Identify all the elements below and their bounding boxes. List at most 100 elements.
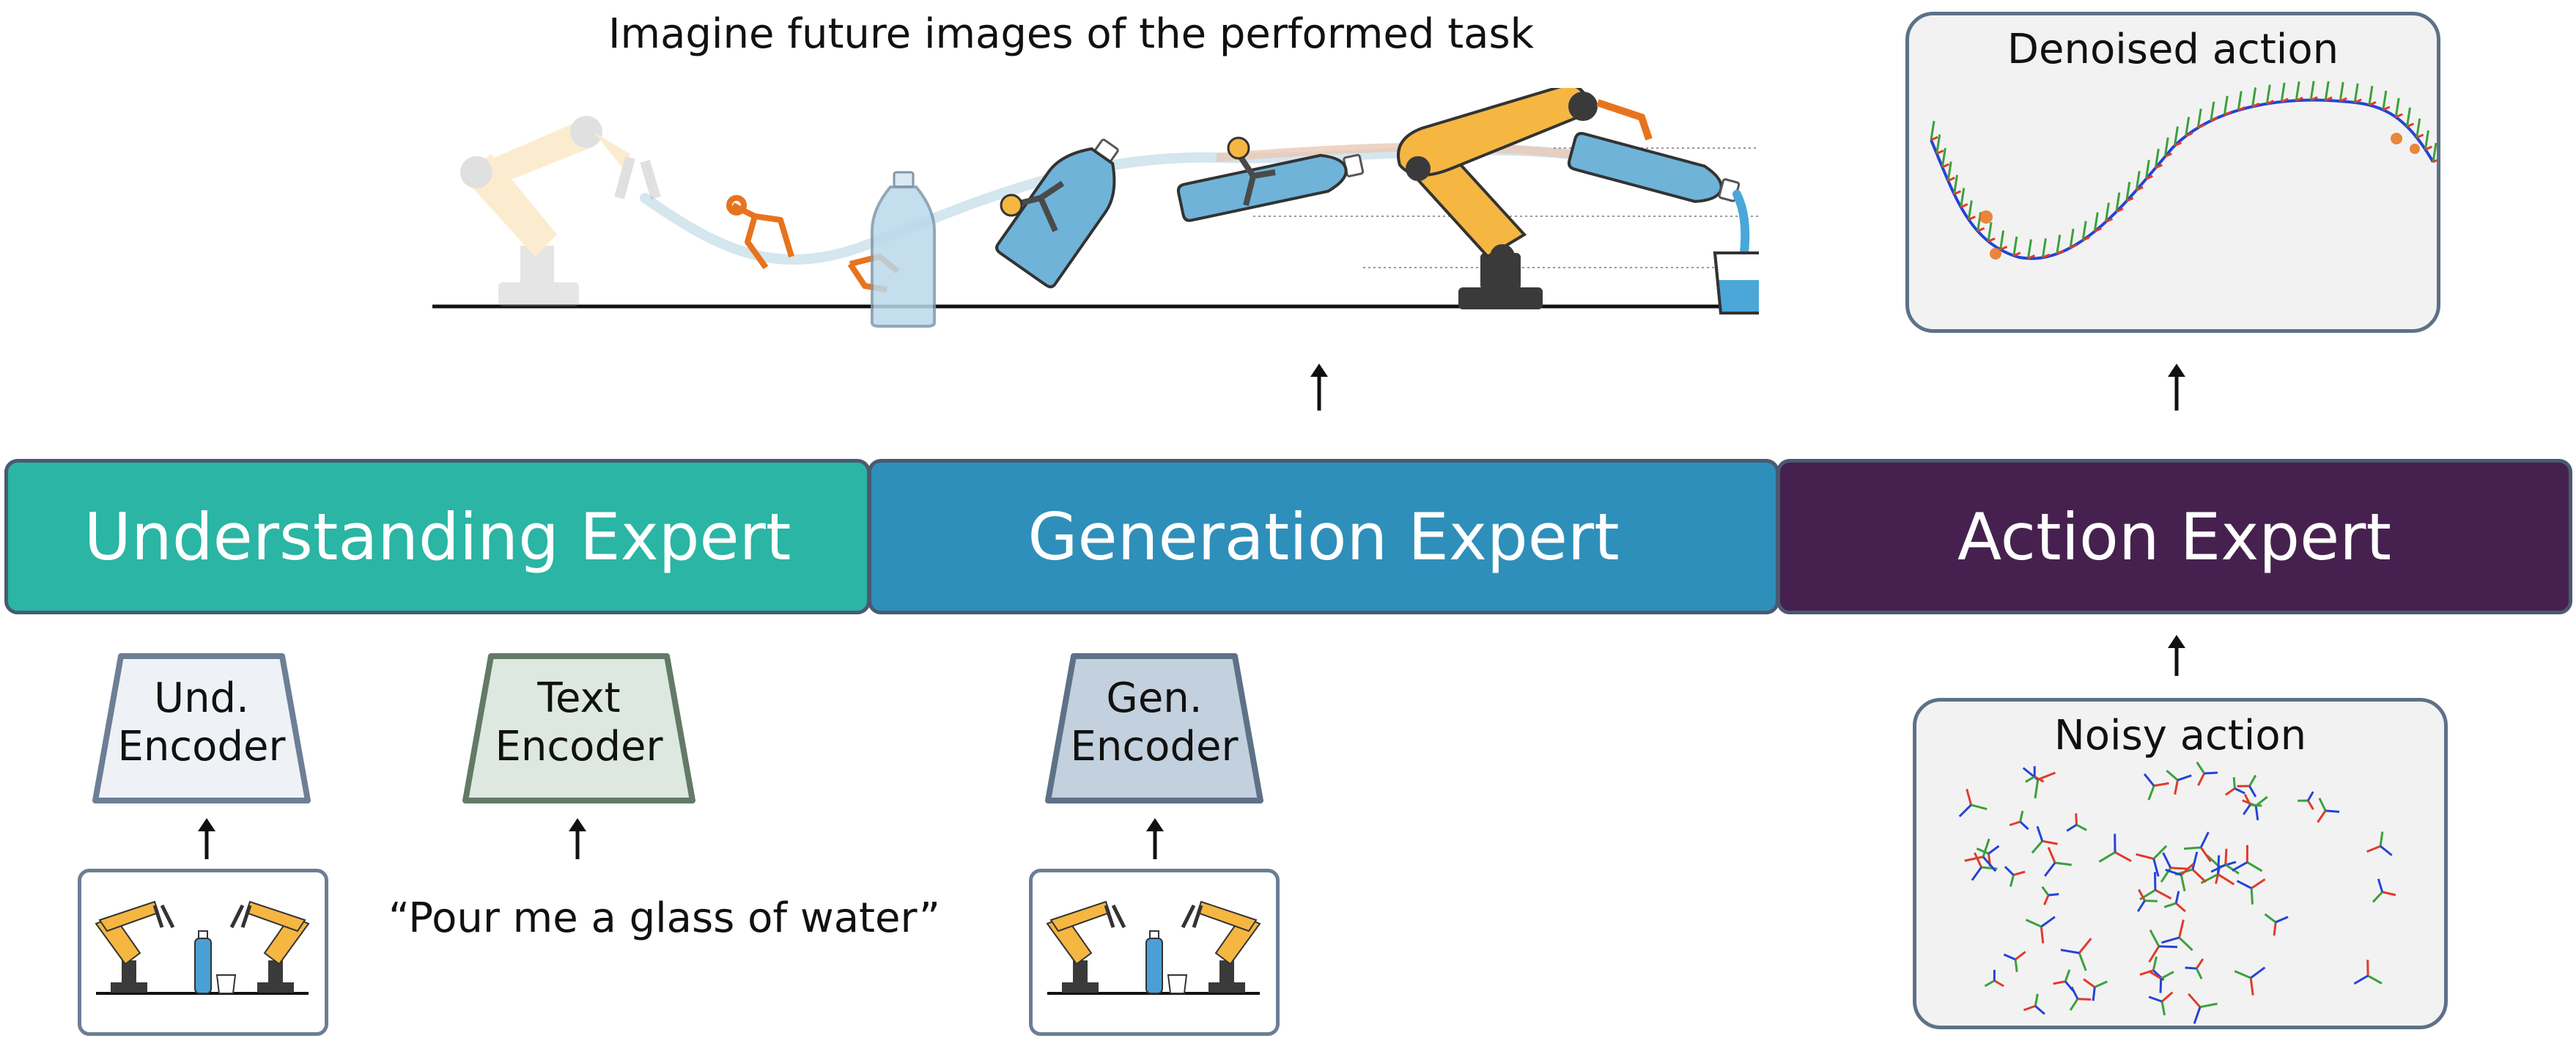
pose-axis-green (1984, 979, 1996, 987)
und-encoder-line2: Encoder (117, 723, 286, 770)
pose-axis-red (2155, 889, 2172, 900)
pose-axis-blue (2070, 986, 2079, 1000)
pose-axis-green (2394, 98, 2400, 117)
text-encoder: Text Encoder (458, 652, 700, 806)
pose-axis-green (2318, 798, 2327, 812)
pose-axis-red (2281, 98, 2289, 103)
scene-illustration (1046, 900, 1261, 995)
gen-encoder-line1: Gen. (1106, 674, 1203, 722)
und-scene-thumbnail (78, 869, 328, 1036)
pose-axis-green (2251, 87, 2257, 107)
pose-axis-green (2012, 236, 2018, 256)
pose-axis-green (2125, 182, 2131, 202)
pose-axis-blue (2177, 774, 2192, 781)
pose-axis-red (1960, 203, 1968, 208)
pose-axis-green (2224, 864, 2240, 875)
pose-axis-green (2025, 919, 2042, 928)
pose-axis-green (2031, 840, 2043, 854)
pose-axis-green (2163, 902, 2177, 908)
pose-axis-red (2383, 106, 2391, 111)
denoised-action-panel: Denoised action (1905, 12, 2440, 333)
pose-axis-blue (2199, 831, 2210, 848)
pose-axis-red (2126, 196, 2134, 202)
pose-axis-red (2366, 845, 2381, 853)
text-encoder-line1: Text (537, 674, 621, 722)
pose-axis-red (2217, 873, 2235, 886)
pose-axis-red (1966, 789, 1973, 806)
pose-axis-red (2266, 100, 2274, 105)
pose-axis-red (2174, 141, 2182, 147)
pose-axis-green (2264, 913, 2277, 924)
pose-axis-blue (2353, 974, 2369, 985)
und-encoder-line1: Und. (154, 674, 249, 722)
pose-axis-red (2223, 111, 2232, 117)
arrow-up-gen (1146, 818, 1164, 859)
pose-axis-green (2147, 785, 2155, 801)
pose-axis-blue (2043, 861, 2056, 877)
pose-axis-red (2013, 251, 2021, 257)
pose-axis-green (2163, 137, 2169, 157)
pose-axis-blue (2307, 791, 2314, 801)
pose-axis-red (2013, 870, 2026, 877)
gripper-1 (726, 195, 794, 270)
arrow-up-text (569, 818, 586, 859)
pose-axis-green (2265, 84, 2271, 104)
pose-axis-red (2196, 958, 2204, 969)
pose-axis-blue (2158, 945, 2178, 949)
pose-axis-red (2178, 919, 2185, 938)
pose-axis-red (2180, 863, 2195, 876)
pose-axis-blue (2060, 949, 2080, 954)
generation-expert: Generation Expert (868, 459, 1779, 614)
pose-axis-green (2115, 192, 2121, 212)
pose-axis-green (2405, 107, 2411, 127)
pose-axis-blue (2148, 996, 2163, 1003)
pose-axis-red (2249, 977, 2254, 996)
pose-axis-green (2064, 969, 2071, 982)
pose-axis-green (2056, 234, 2062, 254)
action-expert-label: Action Expert (1957, 499, 2391, 575)
pose-axis-green (2309, 81, 2315, 100)
pose-axis-blue (1971, 867, 1982, 881)
pose-axis-green (2026, 239, 2032, 259)
pose-axis-blue (2048, 893, 2059, 897)
pose-axis-red (2369, 100, 2377, 106)
pose-axis-red (2082, 236, 2090, 242)
pose-axis-green (2424, 130, 2429, 150)
pose-axis-green (2034, 993, 2039, 1007)
pose-axis-blue (2092, 987, 2096, 1001)
pose-axis-red (2175, 902, 2186, 913)
pose-axis-blue (2066, 823, 2078, 832)
pose-axis-red (2406, 122, 2415, 128)
pose-axis-red (1999, 246, 2008, 251)
pose-axis-red (1953, 190, 1962, 196)
pose-axis-green (2196, 108, 2202, 128)
faded-robot-arm (460, 116, 661, 306)
pose-axis-blue (2152, 858, 2160, 877)
pose-axis-green (2432, 142, 2437, 163)
pose-axis-blue (1958, 803, 1972, 817)
pose-axis-green (2054, 861, 2072, 867)
pose-axis-green (2078, 952, 2087, 971)
pose-axis-green (2295, 81, 2300, 101)
bottle-tilted-2 (1176, 153, 1365, 222)
pose-axis-blue (2380, 845, 2393, 856)
pose-axis-green (2144, 900, 2158, 902)
pose-axis-blue (2004, 866, 2015, 876)
pose-axis-blue (2143, 773, 2155, 787)
pose-axis-red (1941, 163, 1949, 169)
pose-axis-red (2034, 776, 2045, 783)
pose-axis-blue (2193, 1007, 2202, 1024)
imagined-task-illustration (432, 88, 1759, 328)
pose-axis-red (2043, 894, 2050, 905)
pose-axis-green (2178, 936, 2193, 952)
pose-axis-red (2075, 813, 2078, 825)
pose-axis-red (2114, 851, 2132, 862)
pose-axis-green (2144, 160, 2150, 180)
pose-axis-green (1982, 838, 1990, 858)
pose-axis-green (2223, 95, 2229, 116)
noisy-action-panel: Noisy action (1913, 698, 2448, 1029)
pose-axis-red (2056, 249, 2064, 255)
arrow-up-generation (1310, 364, 1328, 411)
pose-axis-green (1976, 847, 1990, 855)
pose-axis-red (2015, 951, 2026, 960)
